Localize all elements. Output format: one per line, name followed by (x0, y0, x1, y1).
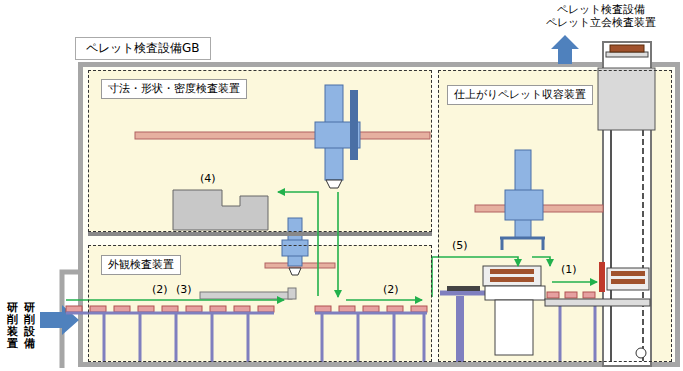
device-area: 外観検査装置 (88, 245, 432, 362)
legs-part (211, 313, 214, 362)
building-frame-part (81, 65, 678, 365)
elevator-shaft-part (611, 279, 645, 284)
flow-arrows-part (532, 257, 550, 266)
pickers (282, 85, 545, 275)
elevator-shaft-part (610, 130, 612, 362)
conveyors-part (138, 306, 154, 312)
elevator-shaft-part (611, 271, 645, 276)
facility-name: ペレット検査設備 ペレット立会検査装置 (540, 3, 662, 29)
storage-unit-part (483, 266, 541, 286)
device-area: 寸法・形状・密度検査装置 (88, 70, 432, 232)
conveyors-part (583, 292, 595, 298)
legs-part (315, 312, 427, 315)
storage-unit-part (599, 262, 605, 292)
legs-part (175, 313, 178, 362)
conveyors-part (315, 306, 331, 312)
storage-unit-part (545, 299, 650, 306)
callout-number: (1) (561, 263, 577, 276)
legs-part (456, 296, 464, 362)
callout-number: (3) (176, 283, 192, 296)
legs-part (247, 313, 250, 362)
area-heading: 外観検査装置 (101, 255, 181, 275)
elevator-shaft (598, 42, 655, 366)
conveyors-part (186, 306, 202, 312)
conveyors-part (339, 306, 355, 312)
elevator-shaft-part (642, 130, 644, 362)
legs-part (423, 313, 426, 362)
building-frame (62, 65, 678, 369)
storage-unit-part (447, 286, 480, 291)
pickers-part (505, 190, 543, 220)
rails (135, 132, 603, 268)
inspection-device-part (200, 292, 292, 299)
flow-arrows-part (346, 299, 422, 301)
pickers-part (500, 238, 545, 250)
pickers-part (350, 90, 358, 160)
legs-part (357, 313, 360, 362)
area-heading: 仕上がりペレット収容装置 (447, 85, 593, 105)
conveyors-part (565, 292, 577, 298)
area-heading: 寸法・形状・密度検査装置 (101, 79, 247, 99)
blue-arrows (40, 35, 579, 335)
legs-part (139, 313, 142, 362)
conveyors-part (114, 306, 130, 312)
flow-arrows (66, 192, 597, 300)
storage-unit (447, 262, 650, 355)
conveyors-part (66, 306, 82, 312)
flow-arrows-part (278, 192, 318, 296)
conveyors-part (90, 306, 106, 312)
inspection-device-part (288, 288, 296, 299)
legs-part (440, 291, 485, 296)
conveyors-part (387, 306, 403, 312)
legs-part (559, 306, 562, 362)
callout-number: (5) (452, 239, 468, 252)
legs (66, 293, 595, 362)
blue-arrows-part (551, 35, 579, 64)
flow-arrows-part (552, 281, 597, 283)
conveyors-part (162, 306, 178, 312)
facility-frame: ペレット検査設備GB寸法・形状・密度検査装置外観検査装置仕上がりペレット収容装置 (78, 62, 680, 366)
conveyors-part (258, 306, 274, 312)
storage-unit-part (495, 300, 533, 355)
building-frame-part (88, 70, 432, 232)
elevator-shaft-part (598, 68, 655, 130)
legs-part (321, 313, 324, 362)
device-area: 仕上がりペレット収容装置 (438, 70, 672, 362)
vertical-label: 研削設備 (24, 302, 35, 350)
legs-part (66, 312, 274, 315)
rails-part (135, 132, 430, 139)
building-frame-part (88, 245, 432, 362)
elevator-shaft-part (610, 45, 644, 52)
conveyors-part (411, 306, 427, 312)
callout-number: (4) (200, 172, 216, 185)
elevator-shaft-part (606, 52, 648, 57)
callout-number: (2) (152, 283, 168, 296)
elevator-shaft-part (607, 268, 649, 290)
conveyors-part (210, 306, 226, 312)
elevator-shaft-part (636, 348, 646, 358)
flow-arrows-part (432, 257, 518, 297)
storage-unit-part (490, 269, 534, 274)
inspection-device-part (173, 190, 268, 230)
callout-number: (2) (383, 283, 399, 296)
storage-unit-part (485, 286, 545, 300)
conveyors-part (234, 306, 250, 312)
legs-part (393, 313, 396, 362)
pickers-part (289, 268, 301, 275)
legs-part (103, 313, 106, 362)
area-heading: ペレット検査設備GB (75, 37, 211, 60)
pickers-part (282, 240, 308, 256)
pickers-part (326, 180, 342, 188)
conveyors-part (547, 292, 559, 298)
flow-arrows-part (66, 299, 284, 301)
conveyors-part (363, 306, 379, 312)
inspection-device-part (88, 232, 432, 236)
vertical-label: 研削装置 (7, 302, 18, 350)
storage-unit-part (490, 277, 534, 282)
legs-part (594, 306, 597, 362)
